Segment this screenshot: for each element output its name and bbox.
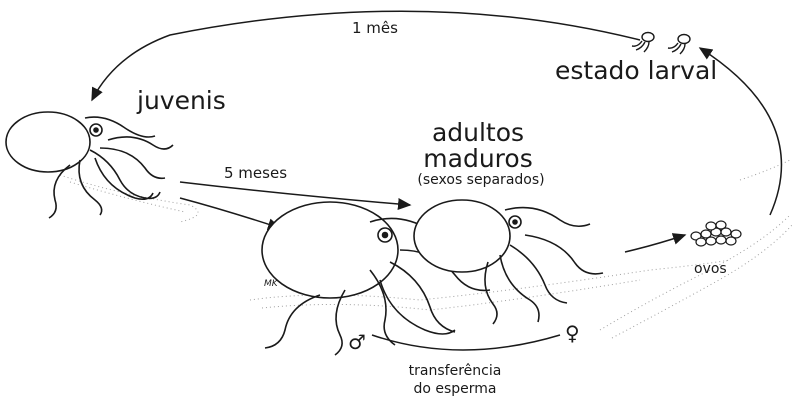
female-octopus-illustration [414,200,603,324]
adults-label-line1: adultos [432,120,524,146]
eggs-cluster-illustration [691,221,741,246]
arrow-juveniles-to-adults-2 [180,198,280,228]
larval-stage-label: estado larval [555,58,717,84]
arrow-juveniles-to-adults-1 [180,182,410,205]
larvae-illustration [632,33,690,55]
male-symbol: ♂ [348,332,366,353]
sexes-separated-label: (sexos separados) [417,173,544,188]
sperm-transfer-bracket [372,335,560,350]
sperm-transfer-label-line2: do esperma [413,382,496,397]
one-month-label: 1 mês [352,21,398,37]
adults-label-line2: maduros [423,146,532,172]
arrow-adults-to-eggs [625,235,685,252]
eggs-label: ovos [694,262,727,277]
juveniles-label: juvenis [137,88,226,114]
five-months-label: 5 meses [224,166,287,182]
sperm-transfer-label-line1: transferência [409,364,502,379]
artist-mark: MK [264,280,278,289]
female-symbol: ♀ [565,323,580,344]
juvenile-octopus-illustration [6,112,173,218]
